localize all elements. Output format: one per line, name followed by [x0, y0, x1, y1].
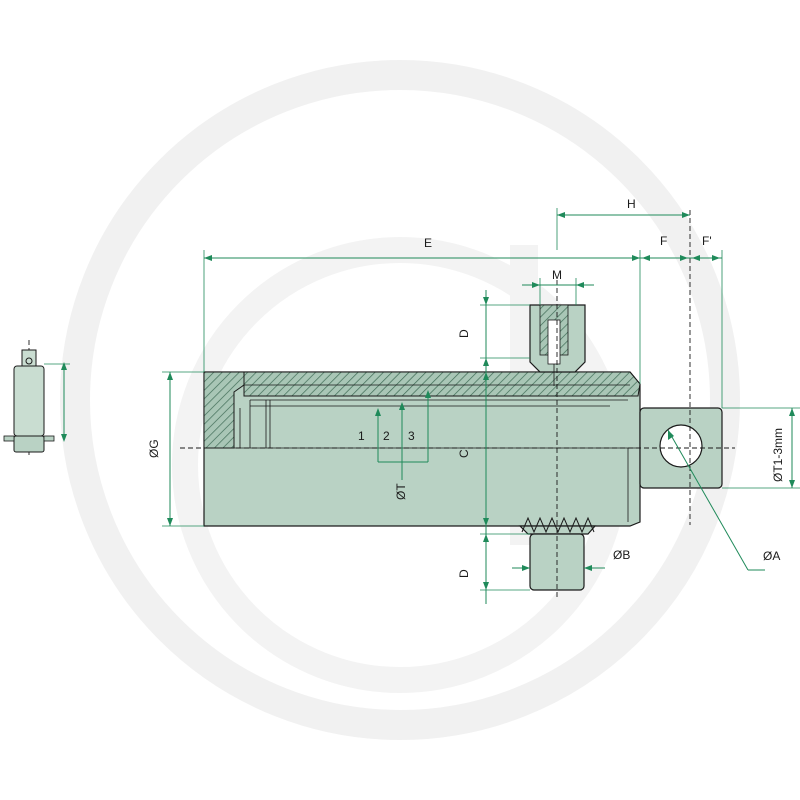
- cylinder-thumbnail: [3, 340, 70, 455]
- label-T: ØT: [394, 483, 408, 500]
- center-lines: [180, 210, 735, 600]
- label-F-prime: F': [702, 234, 712, 248]
- label-C: C: [457, 449, 471, 458]
- knurl-pattern: [521, 516, 595, 534]
- label-A: ØA: [763, 549, 780, 563]
- label-F: F: [660, 234, 667, 248]
- label-stage-1: 1: [358, 429, 365, 443]
- cylinder-body: [203, 304, 723, 591]
- label-stage-3: 3: [408, 429, 415, 443]
- dimension-labels: E H F F' M D C D ØG ØT 1 2 3 ØB ØA ØT1-3…: [147, 197, 785, 578]
- label-B: ØB: [613, 548, 630, 562]
- label-E: E: [424, 236, 432, 250]
- label-M: M: [552, 268, 562, 282]
- label-T1: ØT1-3mm: [771, 428, 785, 482]
- label-D-bottom: D: [457, 569, 471, 578]
- label-stage-2: 2: [383, 429, 390, 443]
- dimensions: [162, 208, 800, 604]
- label-G: ØG: [147, 439, 161, 458]
- label-D-top: D: [457, 329, 471, 338]
- label-H: H: [627, 197, 636, 211]
